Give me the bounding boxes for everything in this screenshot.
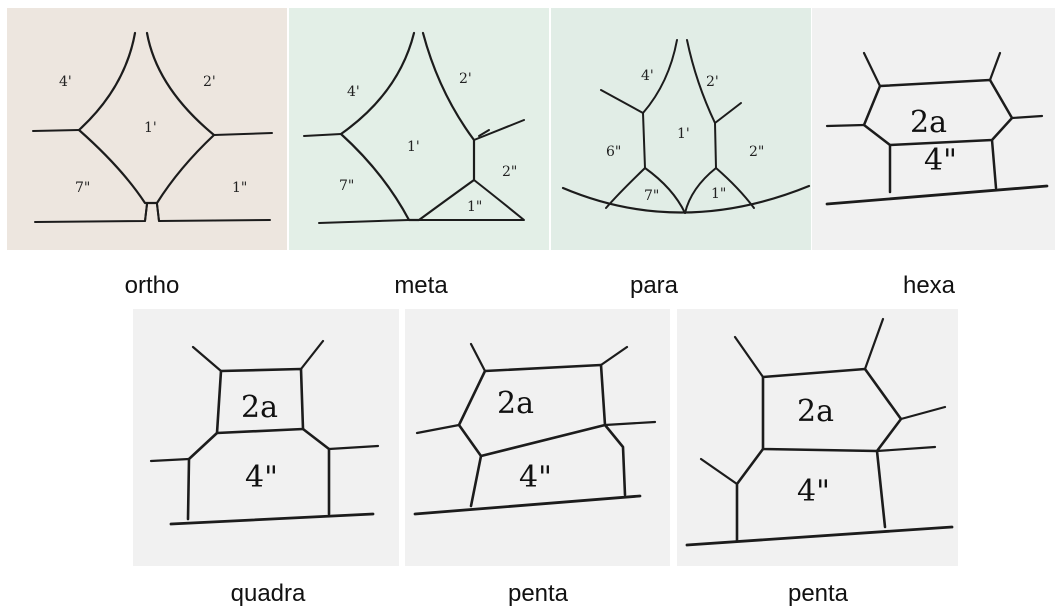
para-baseline-arc <box>561 184 811 214</box>
penta-2-top-walls <box>733 317 885 379</box>
penta-1-diagram: 2a 4" <box>413 342 657 516</box>
ortho-wall-right <box>213 132 273 136</box>
quadra-label-1: 2a <box>241 390 278 425</box>
quadra-side-walls <box>149 444 380 463</box>
penta-1-baseline <box>413 494 642 516</box>
ortho-label-1: 4' <box>59 74 72 90</box>
ortho-wall-left <box>32 129 80 132</box>
meta-wall-right-upper <box>478 129 490 137</box>
para-wall-upper-left <box>600 89 644 114</box>
penta-1-cell-4-outline <box>469 423 627 508</box>
ortho-label-4: 7" <box>75 180 90 196</box>
panel-meta: 4' 2' 1' 7" 2" 1" <box>289 8 549 250</box>
caption-meta: meta <box>394 272 448 299</box>
para-label-1: 4' <box>641 68 654 84</box>
para-label-5: 2" <box>749 144 764 160</box>
caption-penta-1: penta <box>507 580 569 607</box>
meta-cell-1-dprime <box>418 179 525 221</box>
ortho-label-2: 2' <box>203 74 216 90</box>
meta-label-5: 2" <box>502 164 517 180</box>
meta-label-4: 7" <box>339 178 354 194</box>
ortho-diagram: 4' 2' 1' 7" 1" <box>32 31 273 223</box>
para-diagram: 4' 2' 1' 6" 2" 7" 1" <box>561 39 811 214</box>
ortho-label-3: 1' <box>144 120 157 136</box>
hexa-baseline <box>825 184 1049 206</box>
penta-2-side-walls <box>875 405 947 453</box>
panel-para: 4' 2' 1' 6" 2" 7" 1" <box>551 8 811 250</box>
para-label-7: 1" <box>711 186 726 202</box>
meta-wall-bottom-left <box>318 219 410 224</box>
panel-penta-2: 2a 4" <box>677 309 958 566</box>
penta-1-label-1: 2a <box>497 386 534 421</box>
panel-penta-1: 2a 4" <box>405 309 670 566</box>
meta-label-2: 2' <box>459 71 472 87</box>
penta-2-cell-2a-outline <box>761 367 903 453</box>
panel-quadra: 2a 4" <box>133 309 399 566</box>
ortho-wall-stub <box>144 203 160 222</box>
caption-penta-2: penta <box>787 580 849 607</box>
meta-label-1: 4' <box>347 84 360 100</box>
caption-ortho: ortho <box>124 272 180 299</box>
para-cell-1-dprime <box>684 167 755 214</box>
ortho-label-5: 1" <box>232 180 247 196</box>
para-cell-7 <box>605 167 686 214</box>
hexa-top-walls <box>862 51 1002 88</box>
penta-2-label-1: 2a <box>797 394 834 429</box>
ortho-cell-1-outline <box>77 31 216 205</box>
ortho-wall-bottom <box>34 203 271 223</box>
para-cell-1-outline <box>642 39 717 169</box>
meta-wall-right <box>473 119 525 141</box>
hexa-label-1: 2a <box>910 105 947 140</box>
hexa-label-2: 4" <box>924 143 957 178</box>
meta-label-6: 1" <box>467 199 482 215</box>
hexa-cell-4-outline <box>888 138 998 194</box>
penta-1-label-2: 4" <box>519 460 552 495</box>
hexa-side-walls <box>825 114 1044 128</box>
para-label-3: 1' <box>677 126 690 142</box>
meta-cell-1-outline <box>339 31 476 222</box>
para-label-4: 6" <box>606 144 621 160</box>
para-wall-upper-right <box>714 102 742 124</box>
caption-para: para <box>629 272 679 299</box>
quadra-diagram: 2a 4" <box>149 339 380 526</box>
caption-quadra: quadra <box>230 580 306 607</box>
penta-2-baseline <box>685 525 954 547</box>
meta-diagram: 4' 2' 1' 7" 2" 1" <box>303 31 525 224</box>
quadra-baseline <box>169 512 375 526</box>
panel-ortho: 4' 2' 1' 7" 1" <box>7 8 287 250</box>
penta-1-cell-2a-outline <box>457 363 607 458</box>
meta-wall-left <box>303 133 342 137</box>
penta-1-top-walls <box>469 342 629 373</box>
penta-2-left-wall <box>699 457 739 486</box>
caption-hexa: hexa <box>902 272 956 299</box>
penta-2-diagram: 2a 4" <box>685 317 954 547</box>
quadra-top-walls <box>191 339 325 373</box>
meta-label-3: 1' <box>407 139 420 155</box>
para-label-6: 7" <box>644 188 659 204</box>
panel-hexa: 2a 4" <box>812 8 1055 250</box>
penta-1-side-walls <box>415 420 657 435</box>
penta-2-label-2: 4" <box>797 474 830 509</box>
hexa-diagram: 2a 4" <box>825 51 1049 206</box>
para-label-2: 2' <box>706 74 719 90</box>
quadra-label-2: 4" <box>245 460 278 495</box>
